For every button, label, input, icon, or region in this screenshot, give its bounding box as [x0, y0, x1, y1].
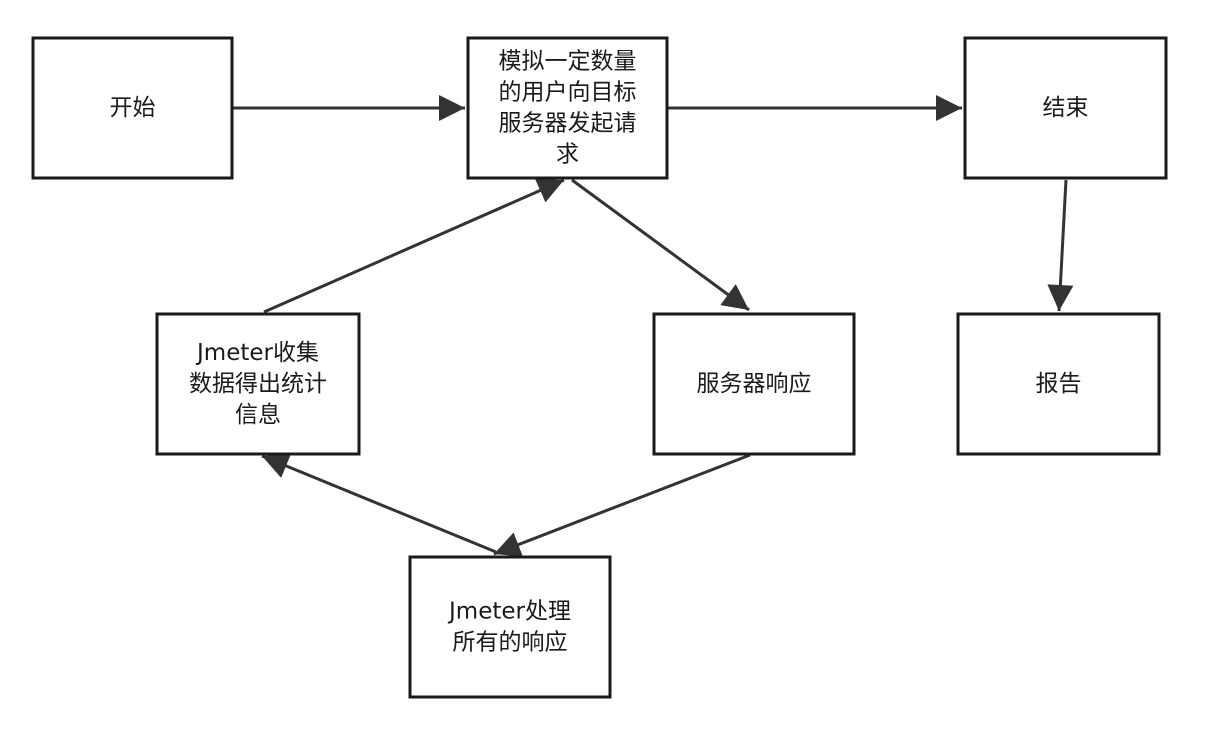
node-end: 结束	[963, 36, 1168, 180]
node-label-simulate-line-1: 的用户向目标	[499, 80, 637, 106]
node-box-simulate	[466, 36, 669, 180]
node-box-end	[963, 36, 1168, 180]
node-box-process	[408, 555, 612, 699]
node-start: 开始	[31, 36, 234, 180]
arrow-simulate-to-response	[571, 178, 750, 312]
node-label-simulate-line-2: 服务器发起请	[499, 111, 637, 137]
node-response: 服务器响应	[652, 312, 856, 456]
arrow-response-to-process	[493, 453, 751, 557]
node-label-simulate-line-3: 求	[556, 142, 579, 168]
edges-layer	[232, 95, 1074, 557]
arrow-end-to-report	[1047, 179, 1074, 312]
node-label-process-line-1: 所有的响应	[453, 630, 568, 656]
node-label-collect-line-1: 数据得出统计	[189, 371, 327, 397]
arrow-collect-to-simulate	[263, 178, 565, 314]
node-label-simulate-line-0: 模拟一定数量	[499, 49, 637, 75]
node-box-collect	[155, 312, 361, 456]
node-label-collect-line-0: Jmeter收集	[195, 340, 319, 366]
node-box-report	[956, 312, 1161, 456]
node-box-start	[31, 36, 234, 180]
node-label-report-line-0: 报告	[1036, 371, 1082, 397]
arrow-process-to-collect	[261, 453, 497, 554]
node-label-process-line-0: Jmeter处理	[447, 599, 571, 625]
node-label-end-line-0: 结束	[1043, 95, 1089, 121]
node-label-response-line-0: 服务器响应	[697, 371, 812, 397]
node-label-start-line-0: 开始	[110, 95, 156, 121]
node-label-collect-line-2: 信息	[235, 402, 281, 428]
node-box-response	[652, 312, 856, 456]
node-report: 报告	[956, 312, 1161, 456]
